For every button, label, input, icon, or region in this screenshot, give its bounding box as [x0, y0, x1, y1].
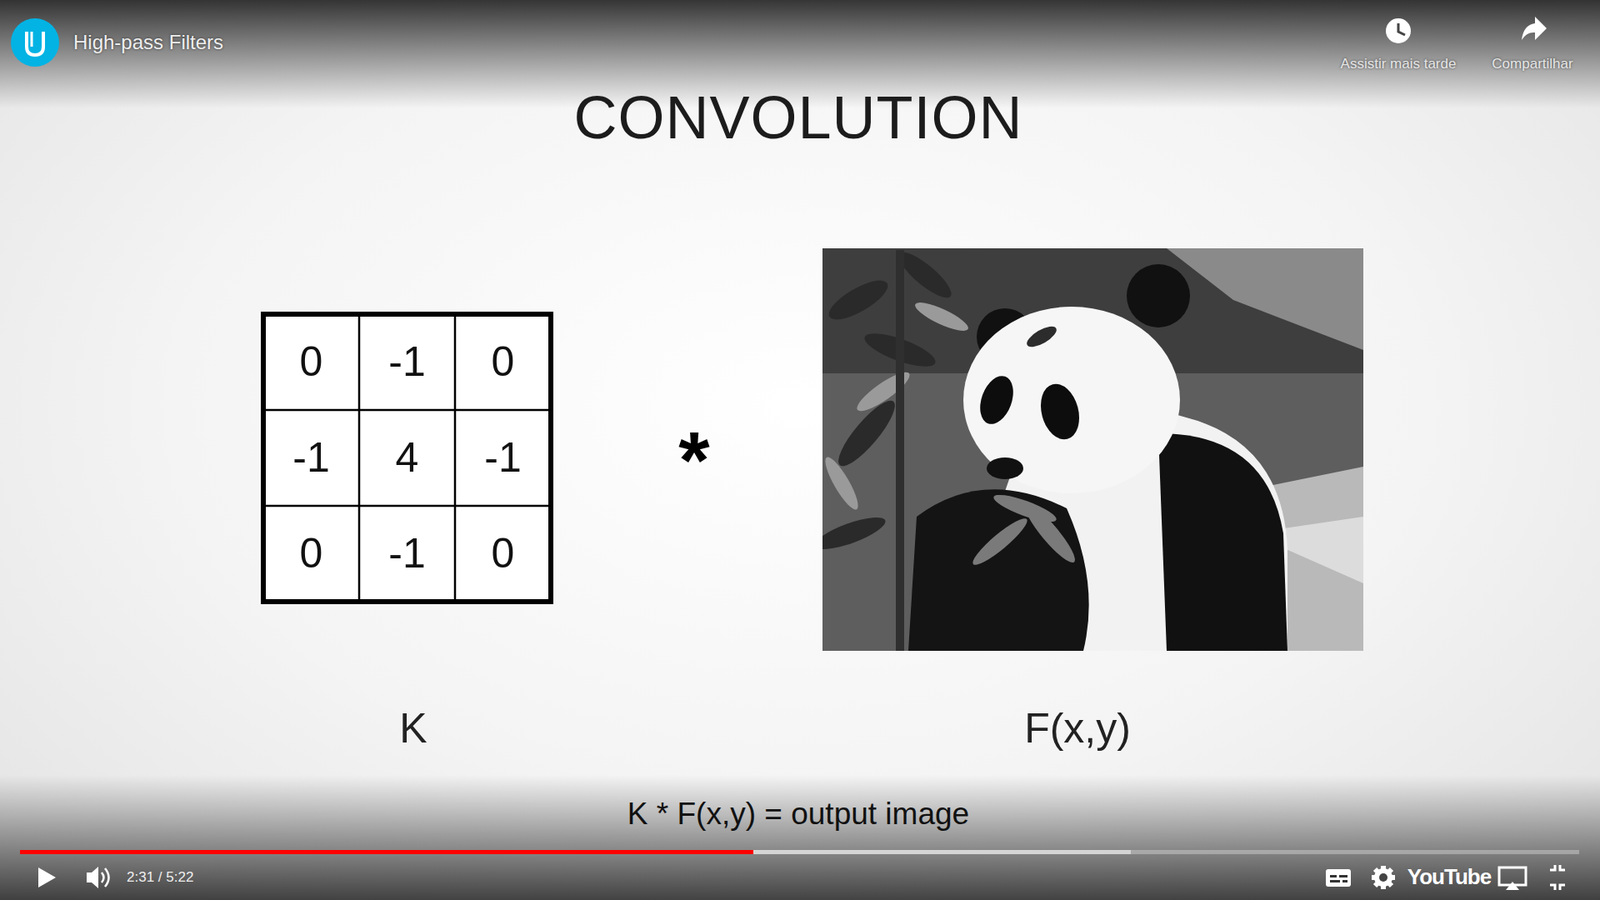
time-display: 2:31 / 5:22	[126, 869, 194, 886]
panda-photo	[822, 248, 1364, 651]
play-icon	[38, 867, 56, 888]
image-label: F(x,y)	[1024, 705, 1131, 754]
kernel-cell: -1	[484, 434, 521, 483]
slide-caption: K * F(x,y) = output image	[627, 796, 970, 833]
kernel-cell: 4	[395, 434, 420, 483]
clock-icon	[1385, 18, 1411, 44]
kernel-cell: -1	[292, 434, 330, 483]
kernel-cell: -1	[388, 338, 425, 387]
progress-buffer	[20, 850, 1131, 855]
kernel-grid	[263, 314, 551, 602]
slide-title: CONVOLUTION	[573, 83, 1023, 153]
kernel-cell: -1	[388, 530, 425, 579]
kernel-cell: 0	[300, 530, 324, 579]
bottom-shade	[0, 775, 1600, 900]
kernel-label: K	[399, 705, 427, 754]
progress-played	[20, 850, 754, 855]
share-label: Compartilhar	[1491, 55, 1573, 73]
share-icon	[1521, 16, 1547, 40]
channel-logo	[10, 18, 60, 67]
watch-later-label: Assistir mais tarde	[1340, 55, 1457, 73]
captions-icon	[1325, 869, 1351, 887]
progress-track	[20, 850, 1580, 855]
video-title: High-pass Filters	[73, 30, 224, 55]
settings-icon	[1371, 865, 1395, 890]
volume-icon	[86, 866, 110, 889]
youtube-logo: YouTube	[1407, 865, 1491, 890]
kernel-cell: 0	[491, 338, 515, 387]
convolution-operator: *	[678, 414, 710, 506]
kernel-cell: 0	[491, 530, 515, 579]
airplay-icon	[1499, 867, 1526, 890]
kernel-cell: 0	[300, 338, 324, 387]
exit-fullscreen-icon	[1550, 865, 1565, 890]
